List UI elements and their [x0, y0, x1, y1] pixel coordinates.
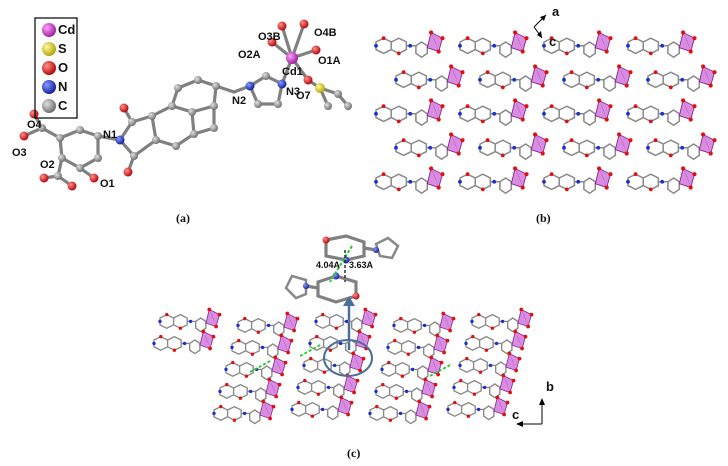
- axis-b-c-label: c: [549, 34, 556, 49]
- lattice-c-unit-18: [212, 399, 276, 425]
- network-b-unit-10: [542, 98, 613, 127]
- label-o4: O4: [27, 119, 43, 131]
- lattice-c-unit-21: [446, 395, 510, 421]
- network-b-unit-19: [626, 166, 697, 195]
- lattice-c-unit-10: [224, 355, 288, 381]
- legend-swatch-cd: [42, 23, 56, 37]
- network-b-unit-4: [394, 64, 465, 93]
- legend-label-c: C: [58, 98, 68, 113]
- network-b-unit-16: [374, 166, 445, 195]
- label-o3b: O3B: [258, 31, 281, 43]
- network-b-unit-18: [542, 166, 613, 195]
- network-b-unit-1: [458, 30, 529, 59]
- distance-3-63: 3.63A: [349, 260, 374, 270]
- legend-swatch-c: [42, 99, 56, 113]
- lattice-c-unit-9: [464, 329, 528, 355]
- lattice-c-unit-13: [458, 351, 522, 377]
- network-b-unit-11: [626, 98, 697, 127]
- label-n3: N3: [286, 86, 300, 98]
- legend-label-n: N: [58, 79, 67, 94]
- network-b-unit-0: [374, 30, 445, 59]
- lattice-c-unit-11: [302, 351, 366, 377]
- label-cd1: Cd1: [282, 66, 303, 78]
- label-o2a: O2A: [238, 49, 261, 61]
- label-o3: O3: [12, 147, 27, 159]
- network-b-unit-3: [626, 30, 697, 59]
- lattice-c-unit-4: [470, 307, 534, 333]
- lattice-c-unit-20: [368, 399, 432, 425]
- axes-c: b c: [512, 379, 554, 427]
- panel-c-stacking: 4.04A 3.63A b c: [152, 234, 554, 427]
- lattice-stacking-2: [429, 363, 453, 377]
- label-o1a: O1A: [318, 55, 341, 67]
- legend-label-cd: Cd: [58, 22, 75, 37]
- lattice-c-unit-17: [452, 373, 516, 399]
- lattice-c-unit-16: [374, 377, 438, 403]
- lattice-c-unit-3: [392, 311, 456, 337]
- label-o2: O2: [40, 159, 55, 171]
- network-b-unit-2: [542, 30, 613, 59]
- legend-swatch-s: [42, 42, 56, 56]
- lattice-stacking-1: [299, 343, 323, 357]
- label-o1: O1: [100, 178, 115, 190]
- lattice-c-unit-8: [386, 333, 450, 359]
- stacking-dimer-inset: 4.04A 3.63A: [284, 234, 400, 304]
- axis-b-a-label: a: [552, 4, 560, 19]
- lattice-c-unit-12: [380, 355, 444, 381]
- network-b-unit-12: [394, 132, 465, 161]
- network-b-unit-14: [562, 132, 633, 161]
- label-n2: N2: [232, 95, 246, 107]
- panel-label-a: (a): [176, 211, 190, 225]
- lattice-c-unit-15: [296, 373, 360, 399]
- network-b-unit-8: [374, 98, 445, 127]
- axis-c-c-label: c: [512, 407, 519, 422]
- lattice-stacking-0: [249, 359, 273, 373]
- legend-swatch-o: [42, 61, 56, 75]
- lattice-c-unit-0: [158, 307, 222, 333]
- axes-b: a c: [533, 4, 560, 49]
- network-b-unit-7: [646, 64, 717, 93]
- lattice-c-unit-2: [314, 307, 378, 333]
- legend-box: [34, 17, 78, 119]
- legend-label-s: S: [58, 41, 67, 56]
- panel-b-network: a c: [374, 4, 717, 195]
- lattice-c-unit-14: [218, 377, 282, 403]
- axis-c-b-label: b: [546, 379, 554, 394]
- label-o4b: O4B: [314, 27, 337, 39]
- network-b-unit-6: [562, 64, 633, 93]
- distance-4-04: 4.04A: [316, 260, 341, 270]
- panel-label-c: (c): [347, 446, 360, 460]
- lattice-c-unit-5: [152, 329, 216, 355]
- network-b-unit-15: [646, 132, 717, 161]
- lattice-c-unit-1: [236, 311, 300, 337]
- panel-label-b: (b): [536, 211, 551, 225]
- zoom-arrow-head: [343, 296, 355, 306]
- highlight-ellipse: [323, 339, 373, 377]
- atom-labels: O4 N1 O3 O2 O1 N2 N3 Cd1 O3B O4B O2A O1A…: [12, 27, 341, 190]
- network-b-unit-13: [478, 132, 549, 161]
- label-o7: O7: [296, 90, 311, 102]
- legend-swatch-n: [42, 80, 56, 94]
- network-b-unit-5: [478, 64, 549, 93]
- lattice-c-unit-6: [230, 333, 294, 359]
- lattice-c-unit-19: [290, 395, 354, 421]
- panel-a-molecule: [19, 19, 352, 191]
- legend-label-o: O: [58, 60, 68, 75]
- label-n1: N1: [103, 129, 117, 141]
- network-b-unit-9: [458, 98, 529, 127]
- network-b-unit-17: [458, 166, 529, 195]
